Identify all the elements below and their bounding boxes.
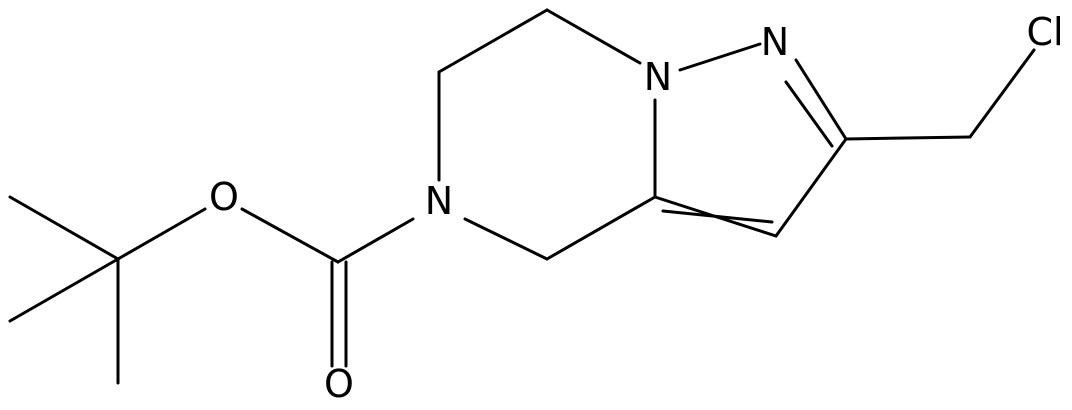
bond-ch2-to-chlorine — [968, 48, 1036, 139]
bridgehead-nitrogen-label: N — [644, 55, 672, 99]
bond-carbonyl-to-ring-nitrogen — [336, 217, 415, 264]
bond-tbu-methyl-lower-left — [8, 257, 120, 323]
carbamate-nitrogen-label: N — [425, 179, 453, 223]
ester-oxygen-label: O — [209, 175, 239, 219]
bond-ring-ch2-to-bridge-n — [545, 8, 642, 65]
bond-ring-ch2-ch2-upper — [437, 8, 549, 74]
chlorine-atom-label: Cl — [1026, 10, 1063, 54]
bond-pyrazole-c-to-ch — [774, 137, 848, 238]
bond-fused-carbon-double-b — [661, 209, 774, 224]
bond-tbu-to-ester-oxygen — [116, 207, 207, 261]
bond-bridge-n-to-pyrazole-n — [678, 42, 762, 72]
bond-ring-ch2-to-fused-carbon — [545, 195, 657, 261]
bond-ring-n-to-ch2-lower — [463, 217, 549, 261]
bond-pyrazole-n-double-b — [784, 80, 834, 148]
carbonyl-oxygen-label: O — [324, 362, 354, 406]
bond-pyrazole-n-double-a — [794, 58, 848, 141]
bond-tbu-methyl-upper — [8, 195, 120, 261]
bond-ester-oxygen-to-carbonyl — [240, 207, 340, 264]
bond-pyrazole-c-to-ch2 — [844, 135, 972, 141]
pyrazole-nitrogen-label: N — [761, 20, 789, 64]
